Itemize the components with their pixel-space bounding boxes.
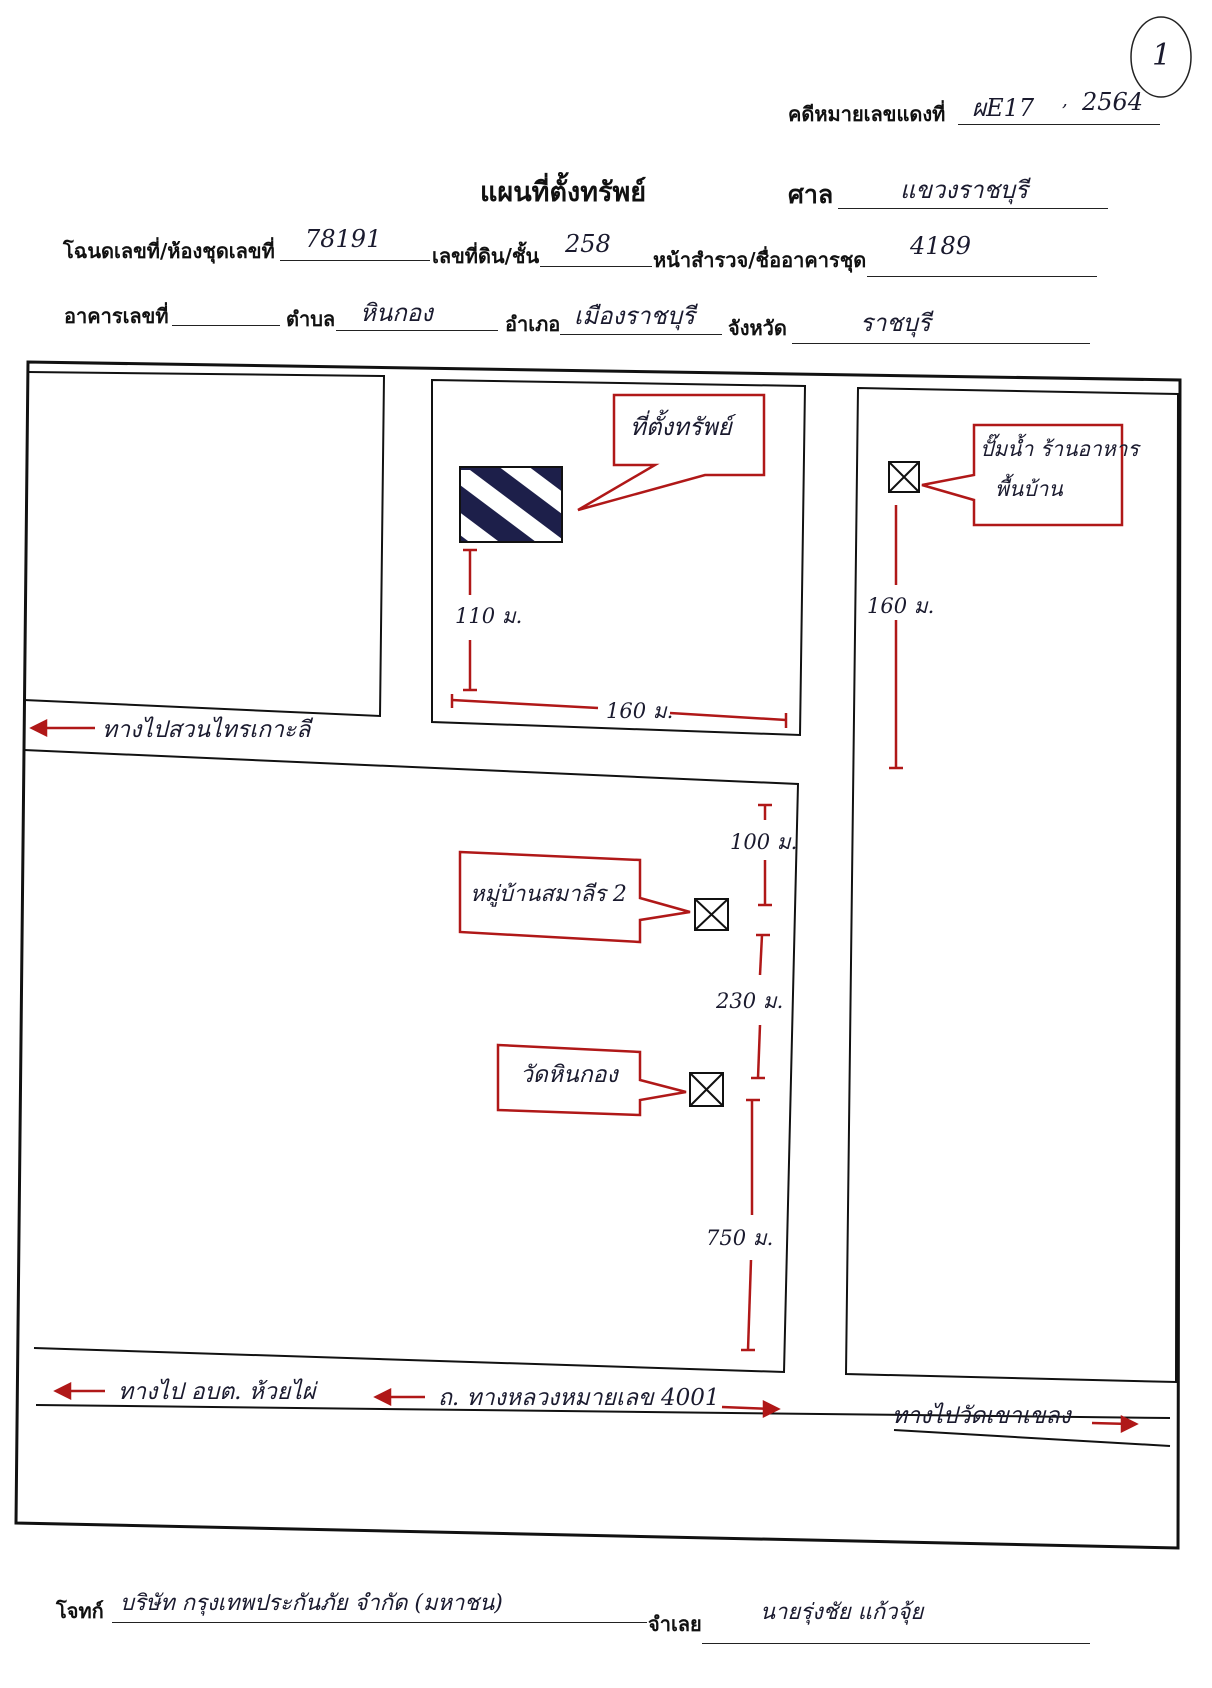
distance-temple-bottom: 750 ม. xyxy=(706,1226,774,1250)
court-value: แขวงราชบุรี xyxy=(900,176,1028,204)
subdistrict-value: หินกอง xyxy=(360,299,433,327)
defendant-line xyxy=(702,1615,1090,1644)
property-marker xyxy=(460,467,562,542)
block-bottom-left xyxy=(23,749,800,1374)
province-label: จังหวัด xyxy=(728,316,787,340)
land-no-label: เลขที่ดิน/ชั้น xyxy=(432,244,540,268)
survey-line xyxy=(867,248,1097,277)
survey-value: 4189 xyxy=(910,232,972,260)
road-line-upper xyxy=(35,1404,1171,1419)
distance-property-vertical: 110 ม. xyxy=(455,604,523,628)
survey-label: หน้าสำรวจ/ชื่ออาคารชุด xyxy=(653,248,867,272)
district-label: อำเภอ xyxy=(505,312,561,336)
deed-value: 78191 xyxy=(305,225,382,253)
road-arrows xyxy=(29,718,1139,1434)
map-frame xyxy=(14,360,1182,1550)
distance-shop: 160 ม. xyxy=(867,594,935,618)
province-line xyxy=(792,315,1090,344)
district-line xyxy=(560,306,722,335)
page-number: 1 xyxy=(1152,38,1172,73)
plaintiff-label: โจทก์ xyxy=(56,1599,104,1623)
building-line xyxy=(172,297,280,326)
deed-line xyxy=(280,232,430,261)
case-year-value: 2564 xyxy=(1082,88,1144,116)
shop-marker xyxy=(888,461,920,493)
dimension-lines xyxy=(450,505,903,1352)
road-line-lower xyxy=(893,1429,1171,1447)
page-number-circle xyxy=(1130,16,1192,98)
shop-label-line2: พื้นบ้าน xyxy=(995,477,1063,501)
distance-village-temple: 230 ม. xyxy=(716,989,784,1013)
case-number-label: คดีหมายเลขแดงที่ xyxy=(788,102,946,126)
shop-callout xyxy=(921,423,1124,527)
deed-label: โฉนดเลขที่/ห้องชุดเลขที่ xyxy=(63,239,275,263)
village-label: หมู่บ้านสมาลีร 2 xyxy=(470,882,627,907)
court-line xyxy=(838,180,1108,209)
block-top-left xyxy=(23,371,386,718)
land-no-line xyxy=(540,238,652,267)
district-value: เมืองราชบุรี xyxy=(574,302,695,330)
block-right xyxy=(844,386,1180,1384)
village-callout xyxy=(458,850,691,944)
case-number-line xyxy=(958,96,1160,125)
plaintiff-line xyxy=(112,1594,647,1623)
subdistrict-line xyxy=(336,302,498,331)
road-label-upper-left: ทางไปสวนไทรเกาะลี xyxy=(102,717,311,743)
road-label-lower-right: ทางไปวัดเขาเขลง xyxy=(892,1403,1071,1429)
province-value: ราชบุรี xyxy=(860,309,931,337)
distance-village-top: 100 ม. xyxy=(730,830,798,854)
temple-marker xyxy=(689,1072,724,1107)
court-label: ศาล xyxy=(788,180,834,209)
village-marker xyxy=(694,898,729,931)
property-callout xyxy=(577,393,766,512)
shop-label-line1: ปั๊มน้ำ ร้านอาหาร xyxy=(980,437,1139,461)
building-label: อาคารเลขที่ xyxy=(64,304,169,328)
land-no-value: 258 xyxy=(565,230,611,258)
block-property xyxy=(431,378,807,737)
document-title: แผนที่ตั้งทรัพย์ xyxy=(480,177,647,208)
defendant-label: จำเลย xyxy=(648,1612,702,1636)
temple-callout xyxy=(496,1043,687,1117)
case-number-value: ผE17 xyxy=(972,94,1035,122)
property-label: ที่ตั้งทรัพย์ xyxy=(630,413,732,441)
temple-label: วัดหินกอง xyxy=(520,1062,618,1088)
road-label-main: ถ. ทางหลวงหมายเลข 4001 xyxy=(438,1385,720,1411)
road-label-lower-left: ทางไป อบต. ห้วยไผ่ xyxy=(118,1379,316,1405)
subdistrict-label: ตำบล xyxy=(286,307,336,331)
defendant-value: นายรุ่งชัย แก้วจุ้ย xyxy=(760,1600,924,1625)
plaintiff-value: บริษัท กรุงเทพประกันภัย จำกัด (มหาชน) xyxy=(120,1591,503,1616)
distance-property-horizontal: 160 ม. xyxy=(606,699,674,723)
